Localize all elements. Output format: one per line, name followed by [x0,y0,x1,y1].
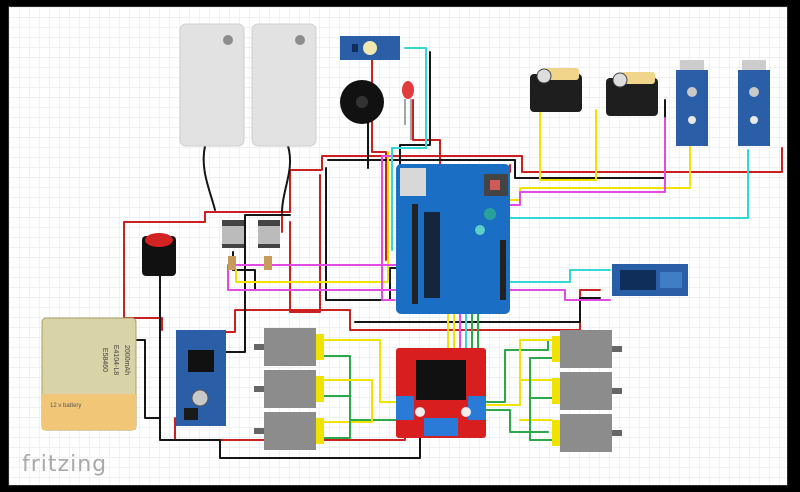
battery-pack: E58460 E4104-L8 2000mAh 12 v battery [41,317,137,431]
dc-motor-right-2 [552,372,622,410]
wire-black [281,145,292,213]
battery-footer: 12 v battery [50,403,81,409]
wire-cyan [391,47,427,251]
wire-green [485,339,549,403]
wire-pink [381,155,396,301]
sensor-module-top [340,36,400,60]
dc-motor-left-1 [254,328,324,366]
dc-motor-left-2 [254,370,324,408]
voltage-regulator-right [258,220,280,270]
arduino-uno [396,164,510,314]
push-button [142,233,176,276]
wire-red [129,317,163,331]
sensor-housing-left [179,23,245,147]
voltage-regulator-left [222,220,244,270]
dc-motor-left-3 [254,412,324,450]
wire-yellow [321,339,399,403]
wire-black [354,297,601,323]
wire-green [321,355,399,421]
wire-red [412,99,511,173]
wire-cyan [499,269,611,283]
servo-right [606,72,658,116]
wire-red [214,289,601,333]
fritzing-watermark: fritzing [22,452,108,477]
sensor-housing-right [251,23,317,147]
wire-green [529,357,553,399]
wire-red [289,174,321,313]
bluetooth-module [612,264,688,296]
wire-yellow [321,401,373,423]
battery-label-3: 2000mAh [123,345,130,375]
wire-black [202,145,216,211]
wire-yellow [539,99,597,181]
wire-black [159,275,421,459]
battery-label-2: E4104-L8 [112,345,119,375]
wire-red [204,147,783,213]
wire-pink [499,289,611,301]
buzzer [340,80,384,124]
wire-yellow [485,339,553,406]
wire-green [321,419,351,439]
ir-sensor-left [676,60,708,146]
wire-yellow [235,151,389,283]
wire-green [529,397,553,441]
wire-black [214,214,291,353]
motor-driver [396,348,486,438]
battery-label-1: E58460 [101,348,108,372]
wire-pink [227,264,411,291]
dc-motor-right-3 [552,414,622,452]
buck-converter [176,330,226,426]
servo-left [530,68,582,112]
wire-black [232,251,401,291]
wire-cyan [419,149,749,219]
ir-sensor-right [738,60,770,146]
dc-motor-right-1 [552,330,622,368]
led [402,81,414,140]
wire-yellow [321,379,373,403]
